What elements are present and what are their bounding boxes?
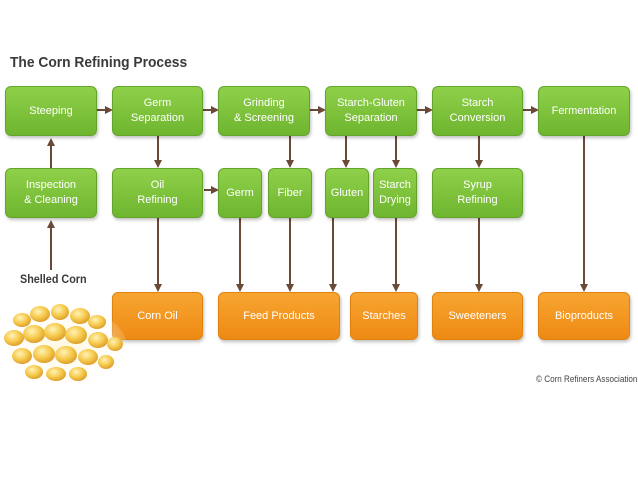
step-inspection-cleaning: Inspection & Cleaning	[5, 168, 97, 218]
step-oil-refining: Oil Refining	[112, 168, 203, 218]
step-starch-gluten-separation: Starch-Gluten Separation	[325, 86, 417, 136]
step-grinding-screening: Grinding & Screening	[218, 86, 310, 136]
product-bioproducts: Bioproducts	[538, 292, 630, 340]
step-steeping: Steeping	[5, 86, 97, 136]
product-starches: Starches	[350, 292, 418, 340]
step-fermentation: Fermentation	[538, 86, 630, 136]
corn-kernels-image	[3, 304, 127, 387]
copyright-notice: © Corn Refiners Association	[536, 374, 638, 384]
step-syrup-refining: Syrup Refining	[432, 168, 523, 218]
product-sweeteners: Sweeteners	[432, 292, 523, 340]
product-corn-oil: Corn Oil	[112, 292, 203, 340]
step-germ: Germ	[218, 168, 262, 218]
step-gluten: Gluten	[325, 168, 369, 218]
step-fiber: Fiber	[268, 168, 312, 218]
product-feed-products: Feed Products	[218, 292, 340, 340]
step-starch-drying: Starch Drying	[373, 168, 417, 218]
diagram-title: The Corn Refining Process	[10, 54, 188, 71]
step-germ-separation: Germ Separation	[112, 86, 203, 136]
shelled-corn-label: Shelled Corn	[20, 272, 87, 286]
step-starch-conversion: Starch Conversion	[432, 86, 523, 136]
